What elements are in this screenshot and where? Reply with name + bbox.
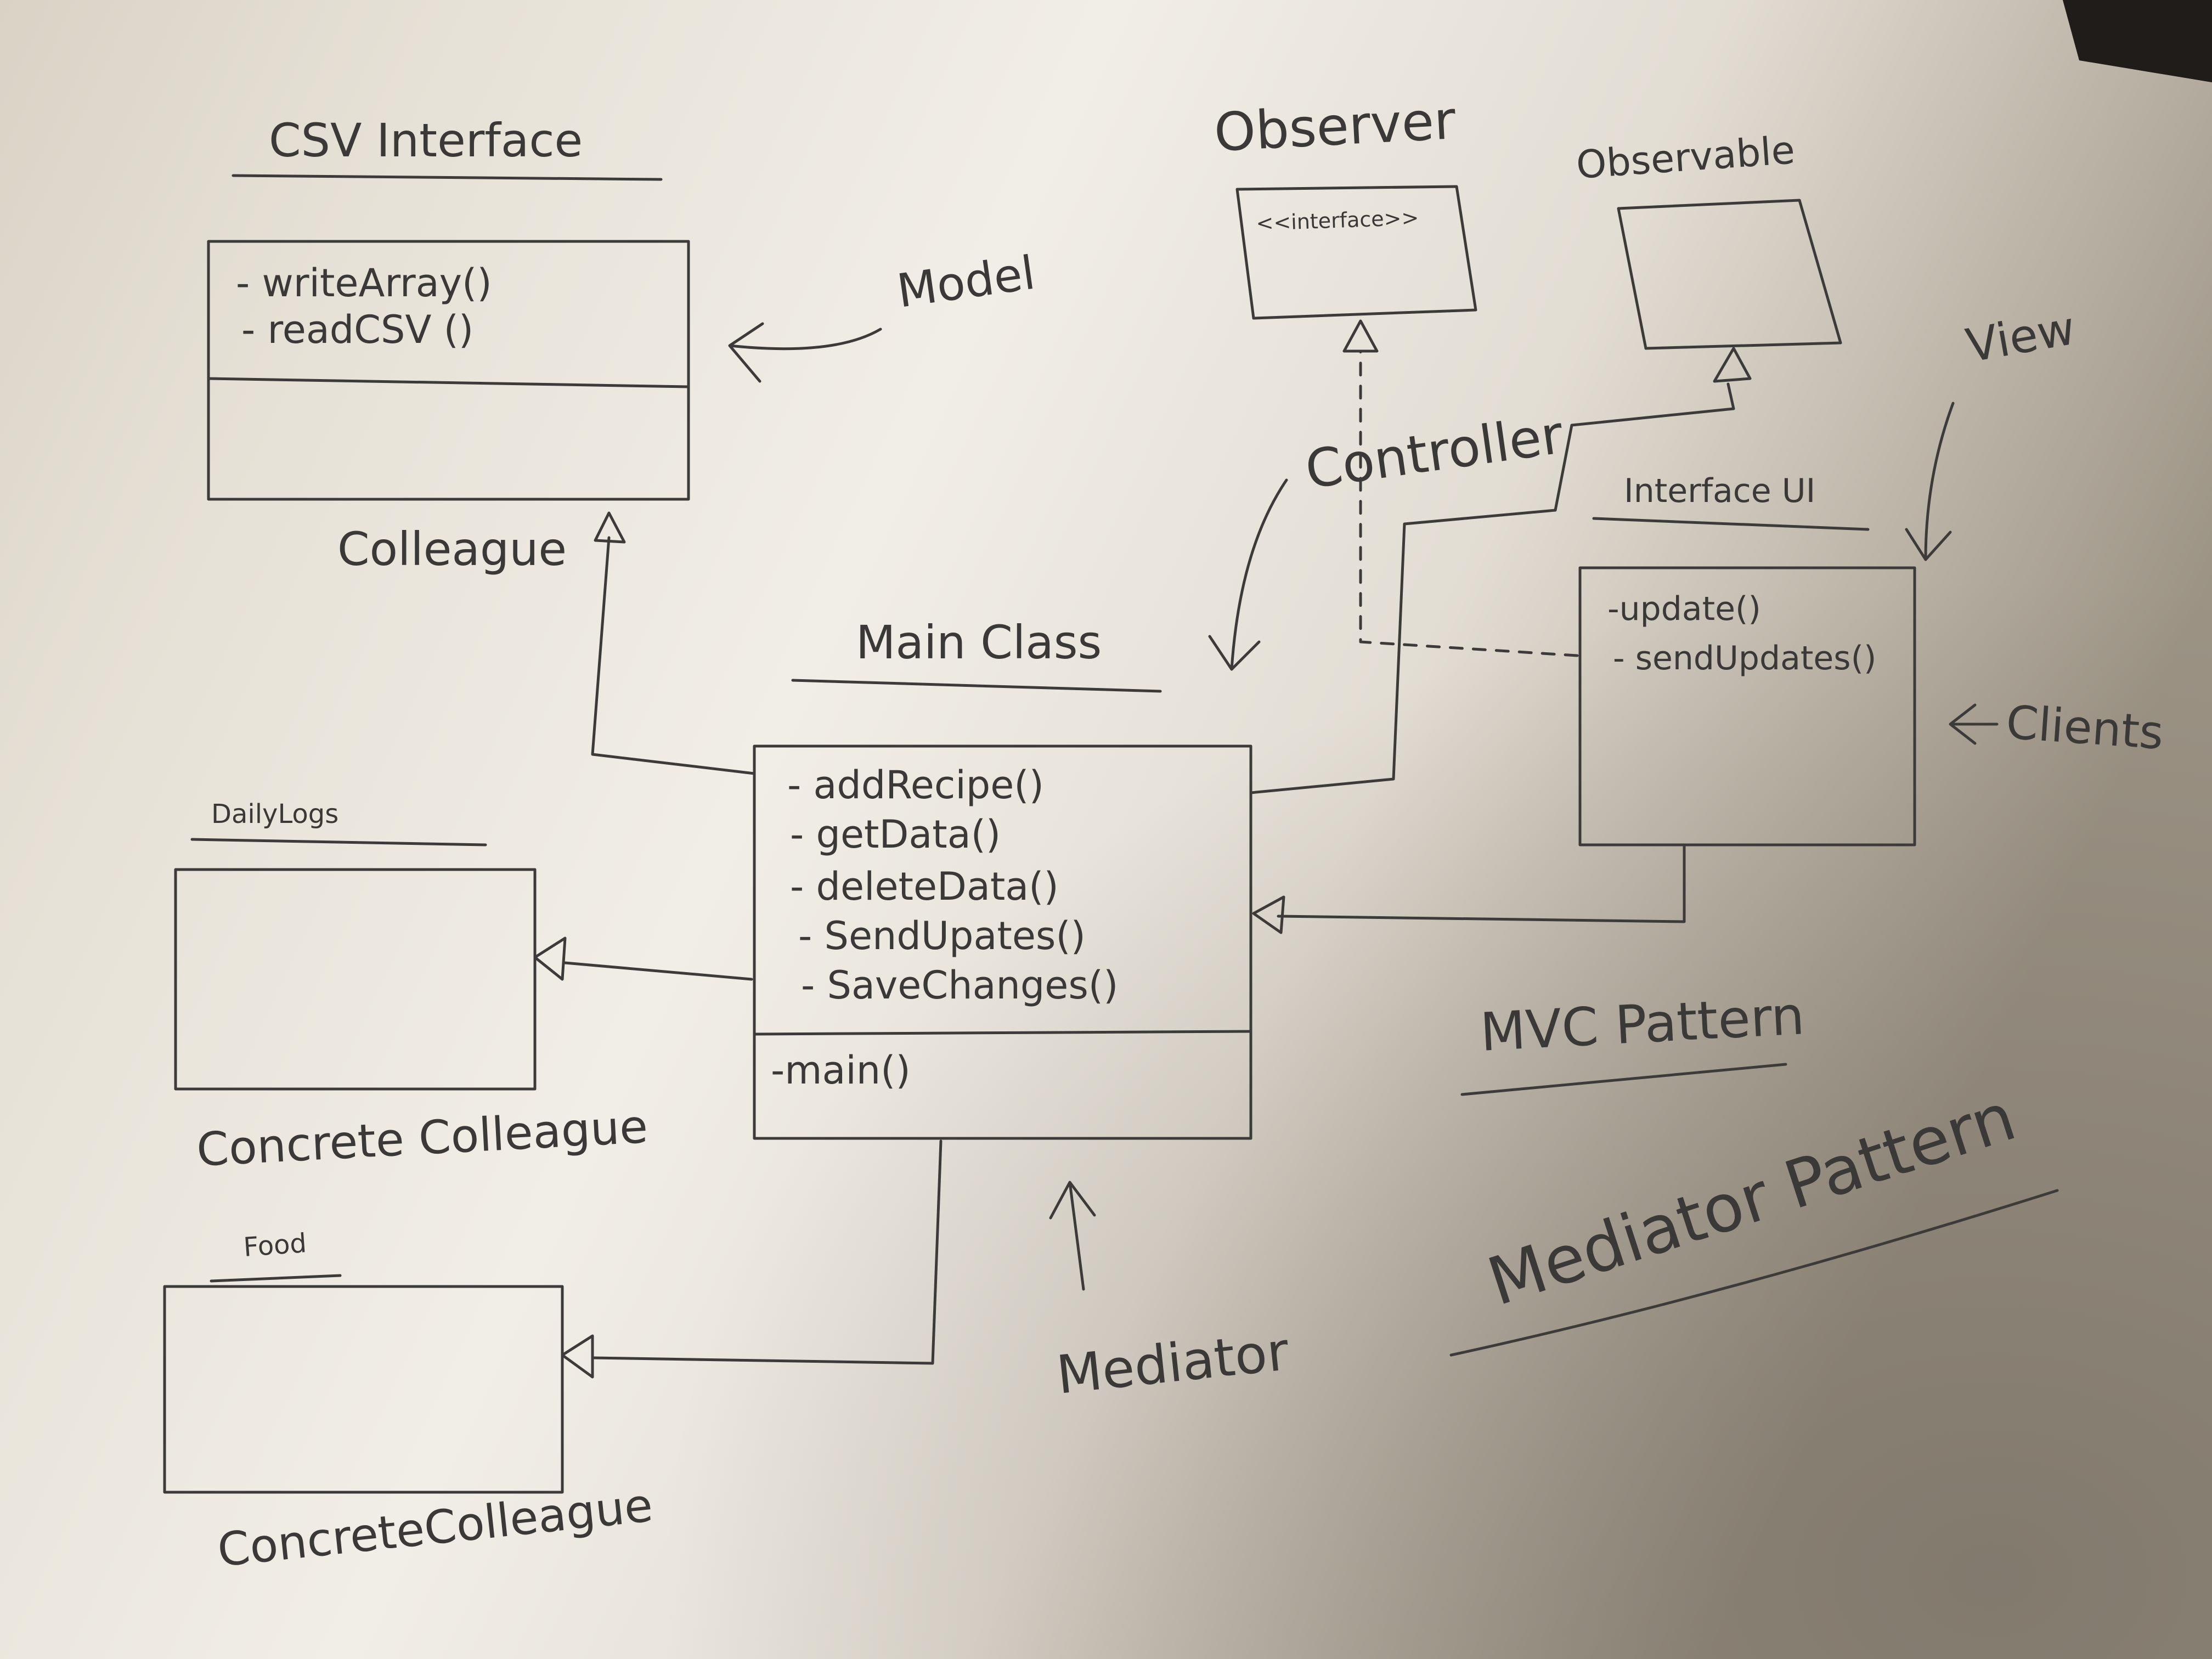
colleague-label: Colleague	[337, 522, 567, 576]
daily-logs-title: DailyLogs	[211, 799, 338, 830]
mediator-arrow	[1049, 1181, 1096, 1291]
main-method: - SendUpates()	[798, 913, 1086, 958]
main-method: - deleteData()	[790, 864, 1059, 909]
class-observer: Observer <<interface>>	[1212, 89, 1477, 320]
main-method: - addRecipe()	[787, 763, 1044, 808]
mvc-underline	[1460, 1063, 1787, 1096]
main-method: - SaveChanges()	[801, 963, 1118, 1008]
open-arrowhead	[533, 936, 567, 981]
view-label: View	[1962, 301, 2079, 373]
generalization-main-to-observable	[1249, 382, 1735, 794]
observer-stereotype: <<interface>>	[1256, 206, 1419, 235]
class-observable: Observable	[1575, 127, 1842, 350]
triangle-arrowhead	[594, 511, 626, 544]
interface-ui-method: -update()	[1607, 590, 1761, 628]
csv-interface-title: CSV Interface	[269, 114, 583, 167]
interface-ui-title: Interface UI	[1624, 472, 1815, 510]
mediator-pattern-label: Mediator Pattern	[1479, 1079, 2024, 1321]
class-daily-logs: DailyLogs	[174, 799, 537, 1091]
controller-label: Controller	[1302, 404, 1567, 501]
food-title: Food	[242, 1228, 308, 1263]
model-label: Model	[894, 246, 1038, 318]
generalization-main-to-csv	[591, 536, 756, 775]
observer-title: Observer	[1212, 89, 1457, 163]
main-class-title: Main Class	[856, 616, 1102, 669]
view-arrow	[1905, 402, 1955, 561]
main-method: - getData()	[790, 812, 1001, 857]
interface-ui-method: - sendUpdates()	[1613, 639, 1876, 678]
class-interface-ui: Interface UI -update() - sendUpdates()	[1578, 472, 1916, 847]
realization-ui-to-observer	[1359, 349, 1579, 657]
association-main-to-dailylogs	[563, 961, 753, 981]
csv-method: - writeArray()	[236, 261, 492, 306]
clients-label: Clients	[2005, 695, 2165, 760]
hollow-triangle-observable	[1713, 347, 1752, 383]
association-main-to-food	[591, 1139, 943, 1365]
main-bottom-method: -main()	[771, 1048, 911, 1093]
csv-method: - readCSV ()	[241, 307, 473, 352]
open-arrowhead	[1252, 895, 1285, 934]
mediator-pattern-underline	[1449, 1189, 2059, 1357]
controller-arrow	[1208, 478, 1288, 671]
observable-title: Observable	[1575, 127, 1796, 188]
mvc-pattern-label: MVC Pattern	[1479, 985, 1805, 1063]
concrete-colleague-label: Concrete Colleague	[195, 1099, 649, 1177]
model-arrow	[728, 322, 882, 383]
association-ui-to-main	[1277, 843, 1686, 923]
open-arrowhead	[561, 1334, 594, 1379]
class-csv-interface: CSV Interface - writeArray() - readCSV (…	[207, 114, 690, 501]
clients-arrow	[1949, 703, 1999, 745]
class-main: Main Class - addRecipe() - getData() - d…	[753, 616, 1252, 1140]
hollow-triangle-observer	[1342, 319, 1379, 353]
mediator-label: Mediator	[1054, 1321, 1292, 1406]
class-food: Food	[163, 1228, 564, 1494]
